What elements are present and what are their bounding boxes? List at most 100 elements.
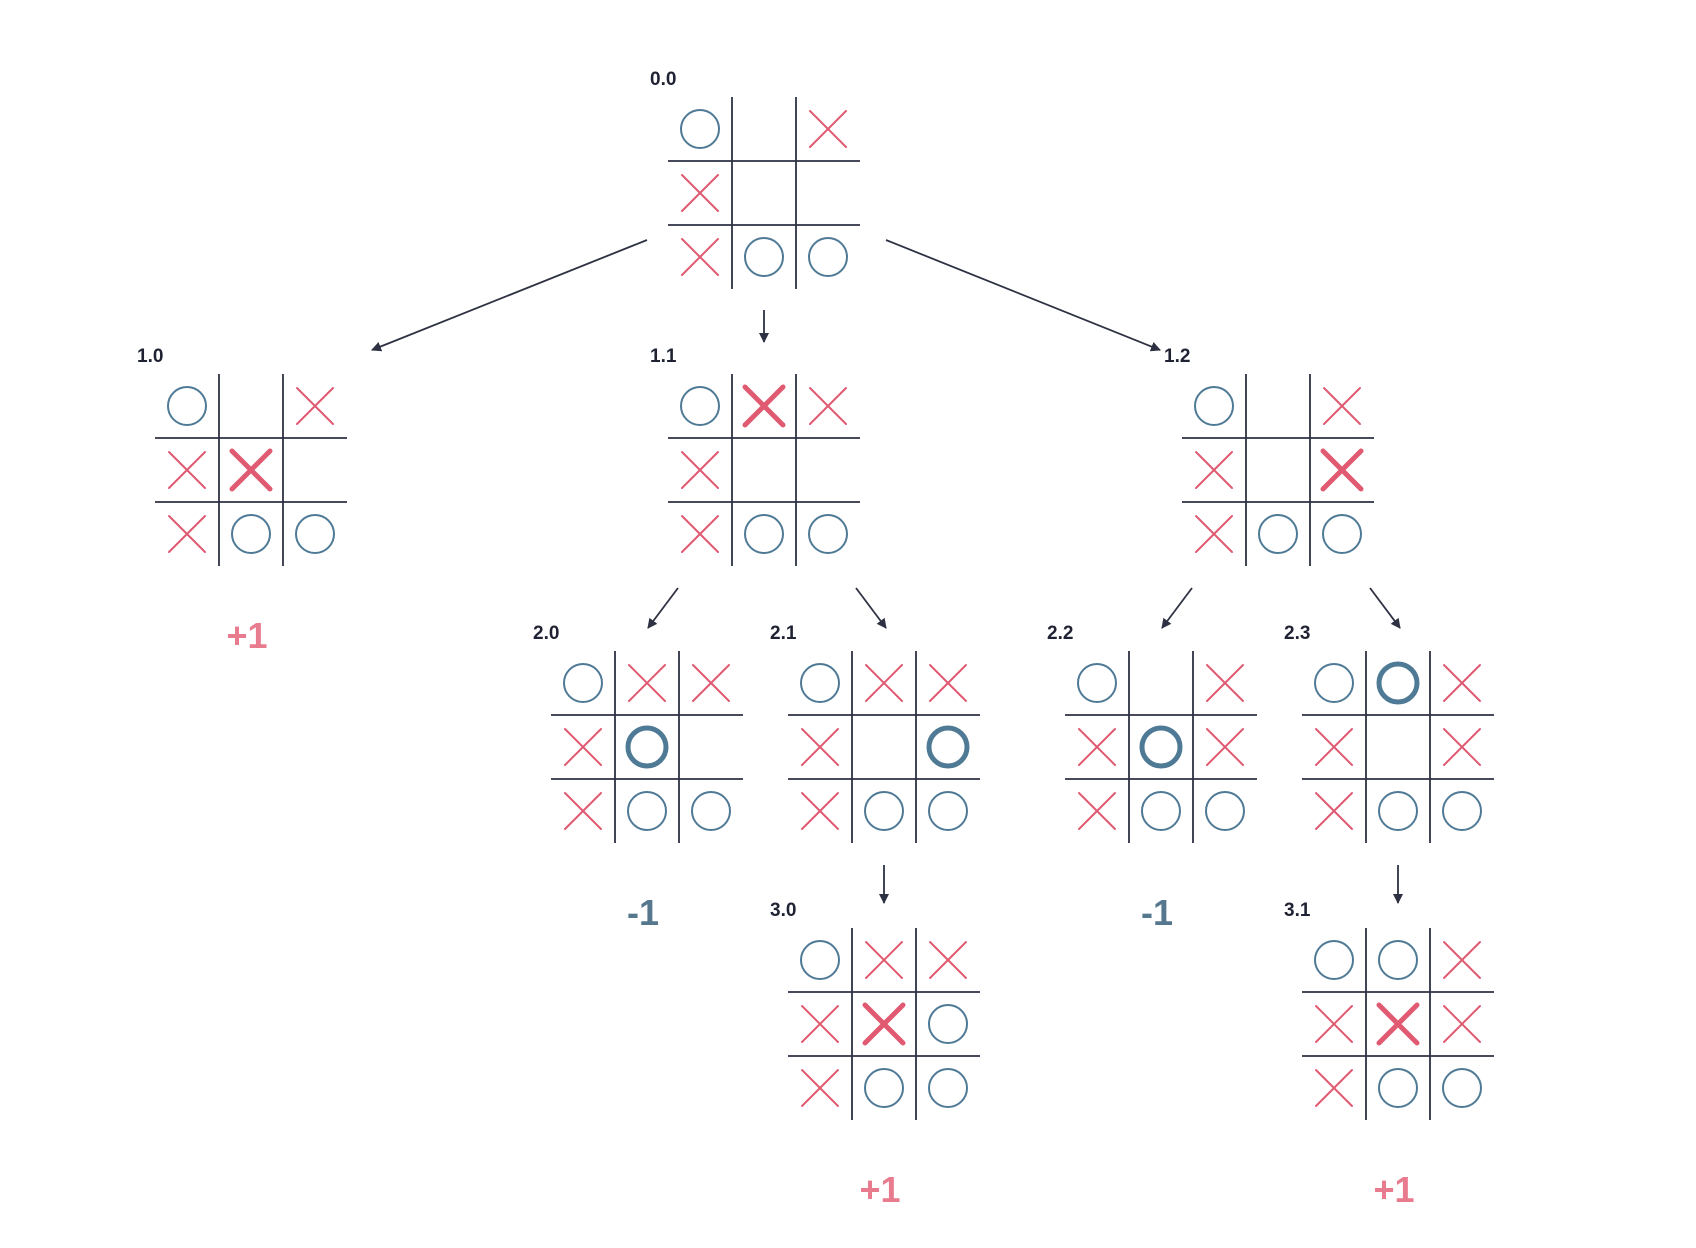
o-mark-latest xyxy=(926,725,970,769)
node-label: 0.0 xyxy=(650,69,676,90)
score-3.1: +1 xyxy=(1373,1169,1414,1210)
o-mark xyxy=(1378,1068,1418,1108)
x-mark-latest xyxy=(229,448,273,492)
node-label: 1.2 xyxy=(1164,346,1190,367)
o-mark xyxy=(231,514,271,554)
arrow-1.1-to-2.1 xyxy=(855,587,887,629)
o-mark xyxy=(1205,791,1245,831)
x-mark xyxy=(929,941,967,979)
x-mark xyxy=(1315,1069,1353,1107)
o-mark xyxy=(627,791,667,831)
o-mark xyxy=(563,663,603,703)
x-mark xyxy=(564,792,602,830)
o-mark xyxy=(808,514,848,554)
x-mark xyxy=(1195,451,1233,489)
node-label: 1.1 xyxy=(650,346,677,367)
o-mark xyxy=(1378,791,1418,831)
x-mark xyxy=(1315,1005,1353,1043)
o-mark xyxy=(1442,1068,1482,1108)
o-mark xyxy=(680,109,720,149)
x-mark-latest xyxy=(1320,448,1364,492)
board-node-2.1: 2.1 xyxy=(770,623,980,843)
o-mark xyxy=(744,237,784,277)
x-mark xyxy=(1195,515,1233,553)
x-mark xyxy=(1443,1005,1481,1043)
score-2.0: -1 xyxy=(627,892,659,933)
x-mark xyxy=(628,664,666,702)
node-label: 3.1 xyxy=(1284,900,1311,921)
x-mark xyxy=(681,238,719,276)
x-mark xyxy=(1206,664,1244,702)
o-mark xyxy=(1314,940,1354,980)
node-label: 2.3 xyxy=(1284,623,1310,644)
x-mark xyxy=(1443,728,1481,766)
x-mark xyxy=(681,515,719,553)
o-mark xyxy=(1077,663,1117,703)
x-mark xyxy=(296,387,334,425)
x-mark xyxy=(564,728,602,766)
o-mark xyxy=(928,1068,968,1108)
x-mark xyxy=(809,387,847,425)
o-mark-latest xyxy=(625,725,669,769)
o-mark xyxy=(928,1004,968,1044)
arrow-1.2-to-2.2 xyxy=(1161,587,1193,629)
o-mark xyxy=(928,791,968,831)
o-mark xyxy=(295,514,335,554)
o-mark xyxy=(864,791,904,831)
o-mark xyxy=(800,663,840,703)
o-mark xyxy=(680,386,720,426)
node-label: 2.1 xyxy=(770,623,797,644)
o-mark xyxy=(691,791,731,831)
x-mark-latest xyxy=(742,384,786,428)
o-mark xyxy=(1314,663,1354,703)
x-mark-latest xyxy=(862,1002,906,1046)
x-mark xyxy=(1078,728,1116,766)
board-node-3.1: 3.1 +1 xyxy=(1284,900,1494,1210)
board-node-1.2: 1.2 xyxy=(1164,346,1374,566)
node-label: 2.0 xyxy=(533,623,559,644)
score-2.2: -1 xyxy=(1141,892,1173,933)
o-mark xyxy=(808,237,848,277)
node-label: 1.0 xyxy=(137,346,163,367)
arrow-1.1-to-2.0 xyxy=(647,587,679,629)
arrow-0.0-to-1.2 xyxy=(885,239,1161,352)
x-mark xyxy=(809,110,847,148)
x-mark xyxy=(168,515,206,553)
node-label: 2.2 xyxy=(1047,623,1073,644)
arrow-1.2-to-2.3 xyxy=(1369,587,1401,629)
x-mark xyxy=(1078,792,1116,830)
o-mark xyxy=(1378,940,1418,980)
x-mark xyxy=(801,792,839,830)
x-mark xyxy=(1443,941,1481,979)
board-node-0.0: 0.0 xyxy=(650,69,860,289)
board-node-1.1: 1.1 xyxy=(650,346,860,566)
board-node-2.2: 2.2 -1 xyxy=(1047,623,1257,933)
x-mark xyxy=(681,174,719,212)
board-node-2.3: 2.3 xyxy=(1284,623,1494,843)
edges-layer xyxy=(371,239,1403,904)
x-mark xyxy=(929,664,967,702)
o-mark-latest xyxy=(1376,661,1420,705)
x-mark xyxy=(1315,728,1353,766)
x-mark xyxy=(168,451,206,489)
o-mark xyxy=(1322,514,1362,554)
x-mark xyxy=(865,664,903,702)
x-mark xyxy=(801,728,839,766)
o-mark xyxy=(1258,514,1298,554)
o-mark xyxy=(167,386,207,426)
board-node-3.0: 3.0 +1 xyxy=(770,900,980,1210)
o-mark xyxy=(1194,386,1234,426)
x-mark xyxy=(1443,664,1481,702)
node-label: 3.0 xyxy=(770,900,796,921)
x-mark xyxy=(1206,728,1244,766)
x-mark xyxy=(1323,387,1361,425)
o-mark-latest xyxy=(1139,725,1183,769)
o-mark xyxy=(1442,791,1482,831)
o-mark xyxy=(800,940,840,980)
x-mark xyxy=(681,451,719,489)
arrow-0.0-to-1.0 xyxy=(371,239,648,352)
score-3.0: +1 xyxy=(859,1169,900,1210)
x-mark xyxy=(692,664,730,702)
